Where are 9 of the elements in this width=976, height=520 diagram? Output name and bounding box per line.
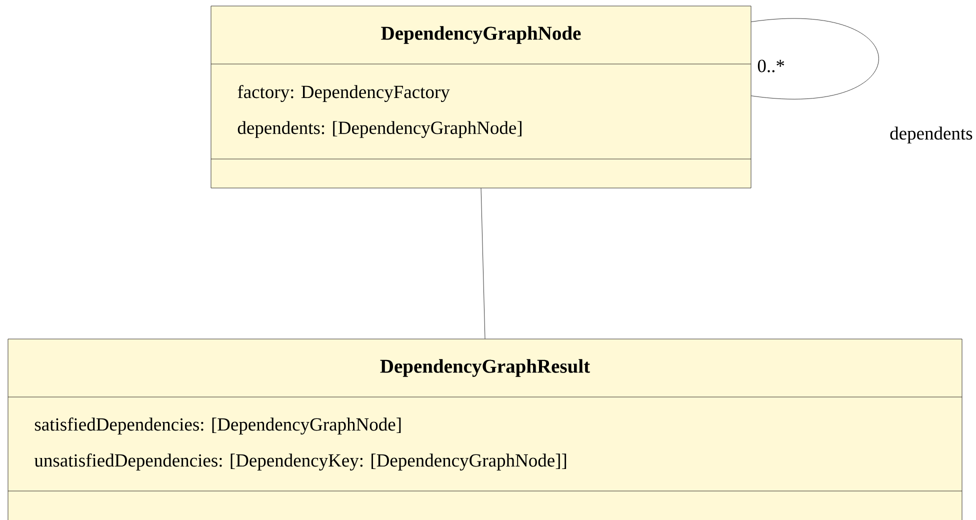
attribute-text: dependents: [DependencyGraphNode] xyxy=(238,121,522,138)
attribute-text: unsatisfiedDependencies: [DependencyKey: [DependencyGraphNode]] xyxy=(34,454,566,471)
self-loop-line xyxy=(751,18,879,100)
edge-label: dependents xyxy=(890,126,972,144)
class-name: DependencyGraphResult xyxy=(380,359,590,377)
attribute-text: satisfiedDependencies: [DependencyGraphNode] xyxy=(34,418,401,435)
attribute-text: factory: DependencyFactory xyxy=(238,85,450,102)
association-line xyxy=(480,188,486,339)
class-name: DependencyGraphNode xyxy=(381,26,581,44)
